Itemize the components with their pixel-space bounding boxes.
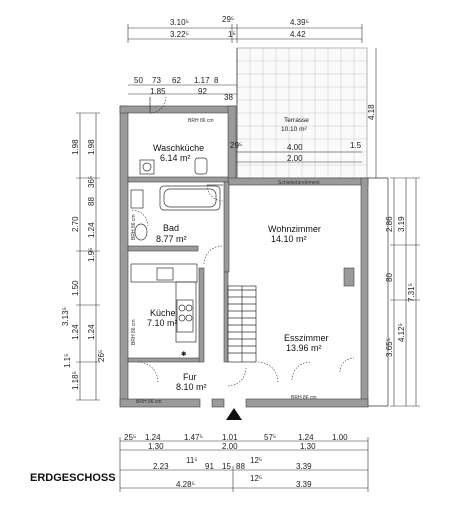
dim-top-1b: 29⁵: [222, 15, 234, 24]
room-kueche-name: Küche: [150, 308, 176, 318]
exterior-lines: [368, 177, 389, 407]
label-brh-top: BRH 86 cm: [188, 118, 214, 124]
dim-bottom1-b: 1.24: [145, 433, 161, 442]
dim-left1-c: 1.50: [71, 280, 80, 296]
room-wohnzimmer-area: 14.10 m²: [271, 234, 307, 244]
dim-bottom1-f: 1.24: [298, 433, 314, 442]
room-terrasse-name: Terrasse: [284, 117, 309, 124]
room-flur-area: 8.10 m²: [176, 382, 207, 392]
room-bad-name: Bad: [163, 223, 179, 233]
dim-top3-d: 1.17: [194, 76, 210, 85]
plan-title: ERDGESCHOSS: [30, 472, 116, 484]
label-brh-ess: BRH 86 cm: [291, 395, 317, 401]
dim-bottom1b-c: 1.30: [300, 442, 316, 451]
dim-bottom2-d: 15: [222, 462, 231, 471]
dim-top-1c: 4.39⁵: [290, 18, 309, 27]
room-wohnzimmer-name: Wohnzimmer: [268, 224, 321, 234]
dim-top-2b: 1⁵: [228, 30, 236, 39]
dim-bottom1-g: 1.00: [332, 433, 348, 442]
room-terrasse-area: 10.10 m²: [281, 126, 307, 133]
dim-bottom1b-b: 2.00: [222, 442, 238, 451]
dim-bottom2-g: 3.39: [296, 462, 312, 471]
dim-right-terrasse: 4.18: [367, 104, 376, 120]
room-kueche-area: 7.10 m²: [147, 318, 178, 328]
room-waschkueche-area: 6.14 m²: [160, 153, 191, 163]
dim-top3-e: 8: [214, 76, 219, 85]
dim-left2-a: 1.98: [87, 139, 96, 155]
dim-left2-h: 1.1⁵: [63, 354, 72, 368]
dim-top3-b: 73: [152, 76, 161, 85]
dim-top-1a: 3.10⁵: [170, 18, 189, 27]
dim-bottom2-b: 11⁵: [186, 456, 198, 465]
dim-top3-c: 62: [172, 76, 181, 85]
room-bad-area: 8.77 m²: [156, 234, 187, 244]
entrance-arrow: [226, 408, 242, 420]
dim-left2-i: 26⁵: [97, 350, 106, 362]
dim-bottom2-a: 2.23: [153, 462, 169, 471]
dim-right-a: 2.86: [385, 216, 394, 232]
dim-left2-c: 88: [87, 197, 96, 206]
dim-top3-a: 50: [134, 76, 143, 85]
dim-bottom1-a: 25⁵: [124, 433, 136, 442]
dim-left1-e: 1.18⁵: [71, 371, 80, 390]
dim-top3b-b: 92: [198, 87, 207, 96]
dim-bottom3-c: 3.39: [296, 480, 312, 489]
svg-text:✱: ✱: [181, 350, 187, 358]
walls: [119, 105, 369, 408]
dimension-lines: [76, 24, 420, 492]
room-waschkueche-name: Waschküche: [153, 143, 204, 153]
dim-bottom2-e: 88: [236, 462, 245, 471]
dim-bottom1-c: 1.47⁵: [184, 433, 203, 442]
dim-left2-b: 36⁵: [87, 176, 96, 188]
dim-left2-e: 1.9⁵: [87, 248, 96, 262]
dim-right-c: 80: [385, 273, 394, 282]
dim-left1-b: 2.70: [71, 216, 80, 232]
dim-terrasse-c: 29⁵: [230, 141, 242, 150]
label-brh-kueche: BRH 86 cm: [131, 319, 137, 345]
label-brh-flur: BRH 86 cm: [136, 399, 162, 405]
dim-bottom1-d: 1.01: [222, 433, 238, 442]
dim-bottom2-c: 91: [205, 462, 214, 471]
dim-bottom3-b: 12⁵: [250, 474, 262, 483]
label-brh-bad: BRH 86 cm: [131, 214, 137, 240]
dim-terrasse-a: 4.00: [287, 143, 303, 152]
dim-bottom1-e: 57⁵: [264, 433, 276, 442]
dim-left2-d: 1.24: [87, 222, 96, 238]
dim-bottom3-a: 4.28⁵: [176, 480, 195, 489]
room-esszimmer-name: Esszimmer: [284, 333, 329, 343]
staircase: [227, 285, 257, 363]
dim-top-2c: 4.42: [290, 30, 306, 39]
dim-terrasse-b: 2.00: [287, 154, 303, 163]
dim-left2-f: 3.13⁵: [61, 307, 70, 326]
dim-top3-f: 38: [224, 93, 233, 102]
dim-top-2a: 3.22⁵: [170, 30, 189, 39]
dim-top3b-a: 1.85: [150, 87, 166, 96]
dim-left1-d: 1.24: [71, 324, 80, 340]
dim-right-d: 7.31⁵: [407, 283, 416, 302]
dim-right-b: 3.19: [397, 216, 406, 232]
doors: [131, 96, 355, 387]
dim-left1-a: 1.98: [71, 139, 80, 155]
room-flur-name: Fur: [183, 372, 197, 382]
room-esszimmer-area: 13.96 m²: [286, 343, 322, 353]
terrasse-tiles: [236, 47, 368, 179]
dim-right-f: 4.12⁵: [397, 323, 406, 342]
dim-terrasse-d: 1.5: [350, 141, 362, 150]
fixtures: ✱: [130, 157, 221, 358]
dim-bottom2-f: 12⁵: [250, 456, 262, 465]
dim-right-e: 3.65⁵: [385, 338, 394, 357]
dim-left2-g: 1.24: [87, 324, 96, 340]
dim-bottom1b-a: 1.30: [148, 442, 164, 451]
label-schiebetuere: Schiebetürelement: [278, 180, 320, 186]
